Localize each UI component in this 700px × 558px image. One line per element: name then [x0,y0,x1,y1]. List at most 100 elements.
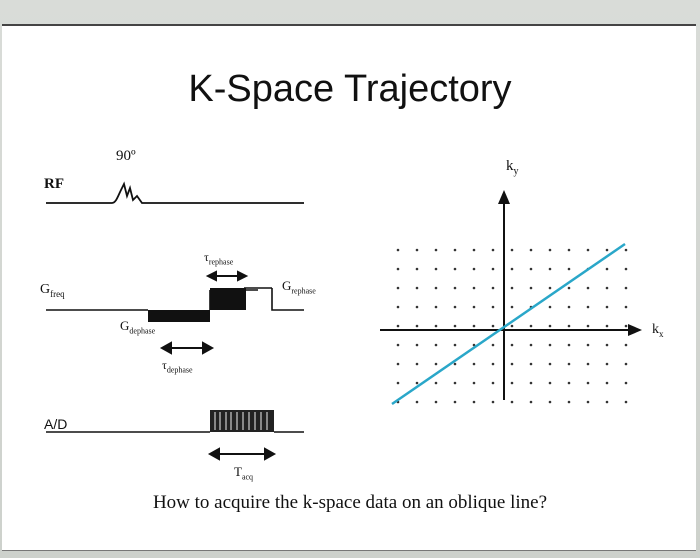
kspace-dot [548,286,552,290]
tacq-arrow [207,447,277,461]
kspace-dot [434,248,438,252]
kspace-dot [510,362,514,366]
kspace-dot [624,286,628,290]
kspace-dot [453,381,457,385]
kspace-dot [586,324,590,328]
kx-label-main: k [652,322,659,337]
kspace-dot [396,324,400,328]
kspace-dot [605,248,609,252]
kspace-dot [567,381,571,385]
kspace-dot [415,305,419,309]
kspace-dot [586,381,590,385]
kspace-dot [548,324,552,328]
tacq-label-main: T [234,464,242,479]
trephase-label-main: τ [204,250,209,264]
kspace-dot [586,400,590,404]
gdephase-label: Gdephase [120,318,155,336]
kspace-dot [624,248,628,252]
kspace-dot [529,381,533,385]
kspace-dot [605,267,609,271]
kx-axis [380,324,642,336]
kspace-dot [453,305,457,309]
kspace-dot [434,286,438,290]
kspace-dot [586,305,590,309]
ky-label-main: k [506,158,514,174]
kspace-dot [396,267,400,271]
kx-label: kx [652,322,664,339]
kspace-dot [624,324,628,328]
kspace-dot [567,324,571,328]
kspace-dot [567,286,571,290]
kspace-dot [548,267,552,271]
kspace-dot [548,362,552,366]
kspace-dot [567,305,571,309]
kspace-dot [491,362,495,366]
tdephase-label-main: τ [162,358,167,372]
trephase-arrow [205,270,249,282]
kspace-dot [396,248,400,252]
kspace-dot [624,400,628,404]
kspace-dot [510,400,514,404]
kspace-dot [510,305,514,309]
kspace-dot [510,248,514,252]
gfreq-label-sub: freq [50,288,65,299]
kspace-dot [396,343,400,347]
kspace-dot [491,267,495,271]
kspace-dot [605,305,609,309]
kspace-dot [529,343,533,347]
kspace-dot [453,362,457,366]
kspace-dot [472,400,476,404]
gfreq-label: Gfreq [40,282,65,299]
kspace-dot [624,305,628,309]
tacq-label: Tacq [234,464,253,482]
kspace-dot [491,343,495,347]
kspace-dot [415,381,419,385]
adc-stripes [214,412,268,430]
kspace-dot [567,248,571,252]
grephase-label-main: G [282,278,292,293]
gfreq-label-main: G [40,282,51,297]
kspace-dot [453,248,457,252]
kspace-dot [586,286,590,290]
kspace-dot [472,286,476,290]
gdephase-label-sub: dephase [129,326,156,336]
kspace-dot [434,400,438,404]
tacq-label-sub: acq [241,472,254,482]
kspace-dot [415,248,419,252]
grephase-lobe [210,288,246,310]
grephase-label: Grephase [282,278,316,296]
kspace-dot-grid [396,248,628,404]
kspace-dot [472,324,476,328]
ky-label: ky [506,158,519,177]
kspace-dot [453,267,457,271]
ad-label: A/D [44,416,68,432]
kspace-dot [510,267,514,271]
kspace-dot [415,324,419,328]
kspace-dot [396,286,400,290]
kspace-dot [586,343,590,347]
kspace-dot [586,248,590,252]
kspace-dot [472,248,476,252]
kspace-dot [453,324,457,328]
flip-angle-label: 90º [116,148,136,164]
tdephase-arrow [159,341,215,355]
kspace-dot [453,343,457,347]
kspace-dot [548,381,552,385]
kspace-dot [510,343,514,347]
kspace-dot [624,381,628,385]
kspace-dot [491,400,495,404]
kspace-dot [624,267,628,271]
kspace-dot [415,267,419,271]
kspace-dot [529,324,533,328]
kspace-dot [510,324,514,328]
trephase-label: τrephase [204,250,233,266]
gfreq-baseline [46,288,304,311]
kspace-dot [605,381,609,385]
kspace-dot [396,362,400,366]
kspace-dot [434,381,438,385]
caption: How to acquire the k-space data on an ob… [152,492,548,513]
kspace-dot [510,286,514,290]
kspace-dot [624,343,628,347]
ky-label-sub: y [513,166,519,177]
